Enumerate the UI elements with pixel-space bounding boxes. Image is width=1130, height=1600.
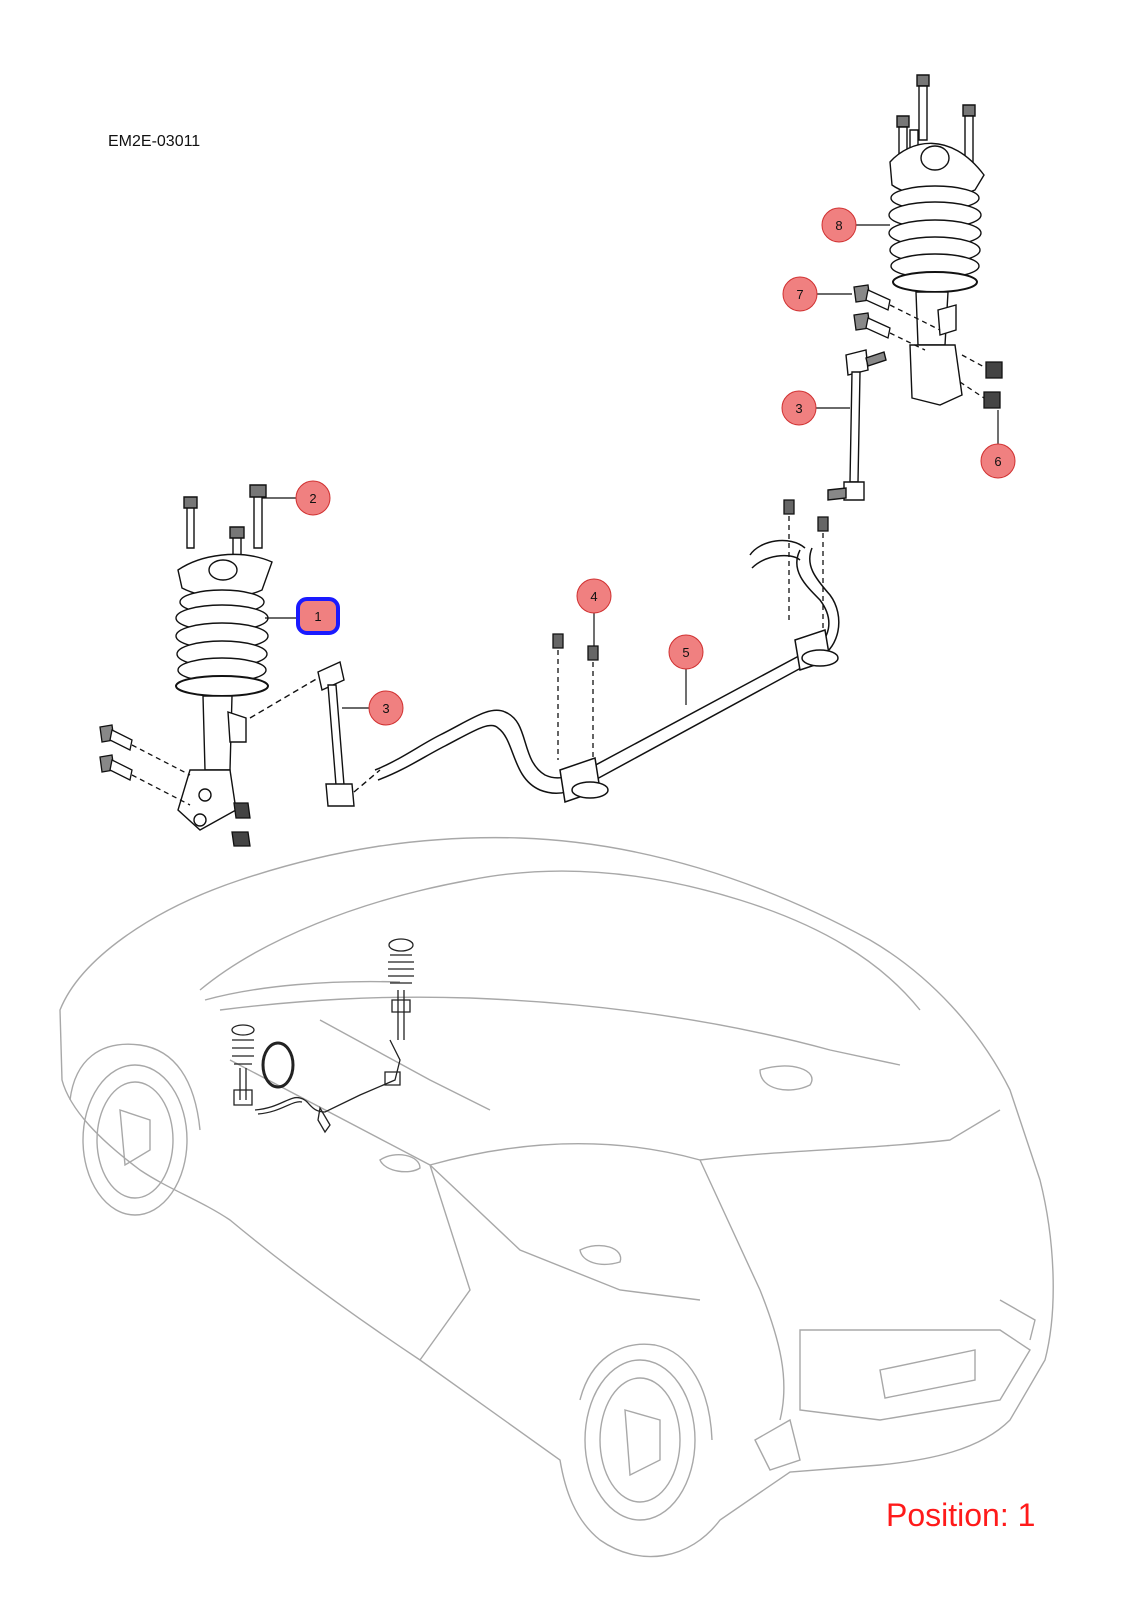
callout-5[interactable]: 5	[668, 634, 704, 670]
right-strut-bolts	[853, 284, 1003, 409]
callout-4-label: 4	[590, 589, 597, 604]
stabilizer-bar	[374, 539, 840, 803]
right-stabilizer-link	[827, 349, 887, 501]
callout-2-label: 2	[309, 491, 316, 506]
left-strut-assembly	[175, 484, 273, 831]
callout-3-left-label: 3	[382, 701, 389, 716]
right-strut-assembly	[888, 74, 985, 406]
callout-8-label: 8	[835, 218, 842, 233]
callout-8[interactable]: 8	[821, 207, 857, 243]
position-indicator: Position: 1	[886, 1497, 1036, 1533]
vehicle-suspension-location	[231, 938, 414, 1134]
callout-1[interactable]: 1	[296, 597, 340, 635]
callout-6[interactable]: 6	[980, 443, 1016, 479]
callout-5-label: 5	[682, 645, 689, 660]
callout-7-label: 7	[796, 287, 803, 302]
callout-1-label: 1	[314, 609, 321, 624]
bushing-bolts	[552, 499, 829, 760]
callout-3-right[interactable]: 3	[781, 390, 817, 426]
callout-6-label: 6	[994, 454, 1001, 469]
vehicle-outline	[59, 836, 1054, 1558]
callout-leaders	[262, 224, 999, 709]
callout-2[interactable]: 2	[295, 480, 331, 516]
left-stabilizer-link	[249, 661, 381, 807]
callout-4[interactable]: 4	[576, 578, 612, 614]
callout-3-left[interactable]: 3	[368, 690, 404, 726]
doc-code: EM2E-03011	[108, 133, 201, 150]
callout-3-right-label: 3	[795, 401, 802, 416]
left-strut-bolts	[99, 724, 251, 847]
callout-7[interactable]: 7	[782, 276, 818, 312]
